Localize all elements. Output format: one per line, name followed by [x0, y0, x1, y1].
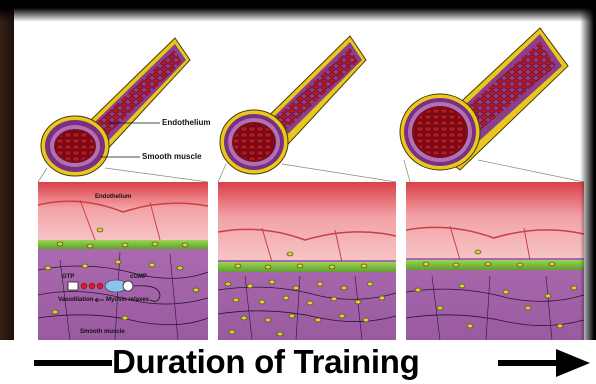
left-arrow-line: [34, 360, 112, 366]
right-arrow-line: [498, 360, 560, 366]
footer-title: Duration of Training: [112, 344, 419, 380]
right-arrow-head: [556, 349, 590, 377]
